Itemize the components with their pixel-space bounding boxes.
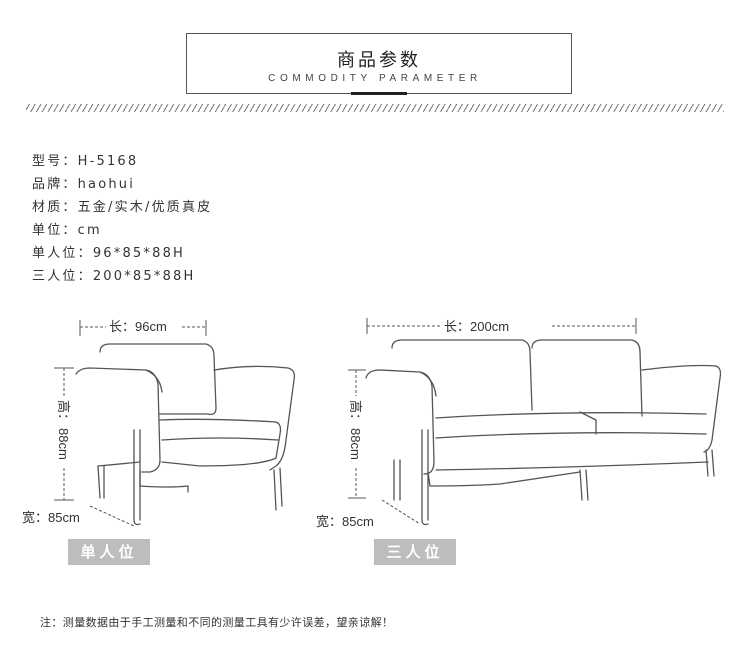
spec-value: 五金/实木/优质真皮 bbox=[77, 200, 213, 215]
spec-label: 三人位 bbox=[32, 269, 93, 284]
single-height-char-label: 高： bbox=[56, 400, 71, 426]
spec-row-model: 型号H-5168 bbox=[32, 150, 212, 173]
spec-row-single-size: 单人位96*85*88H bbox=[32, 242, 212, 265]
spec-label: 单位 bbox=[32, 223, 78, 238]
spec-value: 96*85*88H bbox=[92, 246, 186, 261]
triple-length-label: 长：200cm bbox=[444, 319, 509, 334]
single-length-label: 长：96cm bbox=[109, 319, 167, 334]
spec-value: cm bbox=[77, 223, 102, 238]
title-box-bottom-left-line bbox=[187, 93, 351, 94]
triple-width-label: 宽：85cm bbox=[316, 514, 374, 529]
triple-sofa-caption: 三人位 bbox=[374, 539, 456, 565]
title-box-accent-bar bbox=[351, 92, 407, 95]
title-box-bottom-right-line bbox=[407, 93, 571, 94]
spec-value: haohui bbox=[77, 177, 136, 192]
spec-label: 型号 bbox=[32, 154, 78, 169]
spec-row-triple-size: 三人位200*85*88H bbox=[32, 265, 212, 288]
triple-height-char-label: 高： bbox=[348, 400, 363, 426]
hatched-divider bbox=[26, 104, 724, 112]
spec-label: 材质 bbox=[32, 200, 78, 215]
single-width-label: 宽：85cm bbox=[22, 510, 80, 525]
spec-row-brand: 品牌haohui bbox=[32, 173, 212, 196]
sofa-drawings: 长：96cm 高： 88cm 宽：85cm 长：200cm 高： 88cm 宽：… bbox=[22, 318, 722, 529]
title-box-top-line bbox=[187, 33, 571, 34]
measurement-note: 注：测量数据由于手工测量和不同的测量工具有少许误差，望亲谅解！ bbox=[40, 616, 394, 629]
single-sofa-drawing bbox=[75, 343, 296, 526]
spec-label: 品牌 bbox=[32, 177, 78, 192]
spec-row-material: 材质五金/实木/优质真皮 bbox=[32, 196, 212, 219]
section-title: 商品参数 bbox=[337, 50, 421, 71]
triple-sofa-drawing bbox=[365, 339, 722, 526]
section-subtitle: COMMODITY PARAMETER bbox=[268, 73, 482, 84]
section-title-box: 商品参数 bbox=[186, 33, 572, 95]
triple-height-value: 88cm bbox=[348, 428, 363, 460]
spec-label: 单人位 bbox=[32, 246, 93, 261]
spec-row-unit: 单位cm bbox=[32, 219, 212, 242]
single-sofa-caption: 单人位 bbox=[68, 539, 150, 565]
single-height-value: 88cm bbox=[56, 428, 71, 460]
spec-list: 型号H-5168 品牌haohui 材质五金/实木/优质真皮 单位cm 单人位9… bbox=[32, 150, 212, 288]
spec-value: 200*85*88H bbox=[92, 269, 196, 284]
spec-value: H-5168 bbox=[77, 154, 139, 169]
